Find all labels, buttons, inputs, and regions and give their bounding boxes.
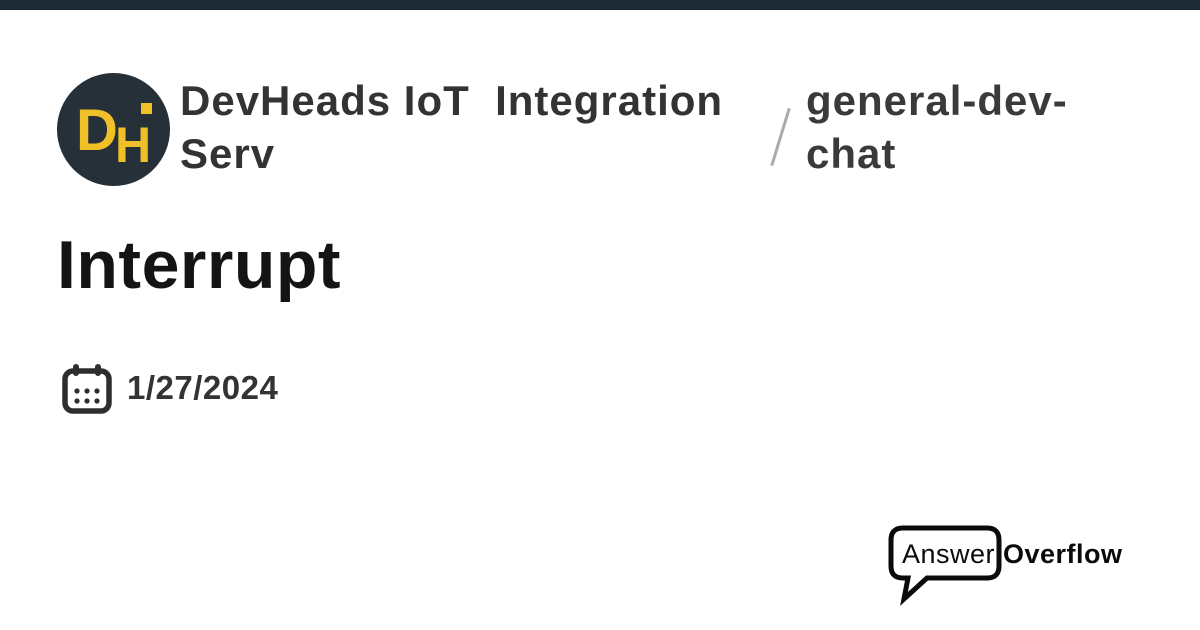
brand-name-regular: Answer: [902, 539, 995, 569]
post-date-row: 1/27/2024: [62, 362, 278, 414]
answer-overflow-logo: Answer Overflow: [888, 525, 1123, 606]
avatar-dot: [141, 103, 152, 114]
post-title: Interrupt: [57, 227, 342, 303]
avatar-circle: [57, 73, 170, 186]
server-avatar: D H: [57, 73, 170, 186]
calendar-icon: [62, 364, 112, 414]
channel-name: general-dev-chat: [806, 77, 1068, 177]
speech-bubble-icon: [888, 525, 1002, 606]
post-date-text: 1/27/2024: [127, 369, 279, 406]
avatar-letter-d: D: [76, 98, 118, 163]
brand-name-bold: Overflow: [1003, 539, 1123, 569]
top-accent-bar: [0, 0, 1200, 10]
avatar-letter-h: H: [115, 117, 151, 173]
channel-separator-slash: [770, 107, 791, 167]
server-name: DevHeads IoT Integration Serv: [180, 77, 736, 177]
